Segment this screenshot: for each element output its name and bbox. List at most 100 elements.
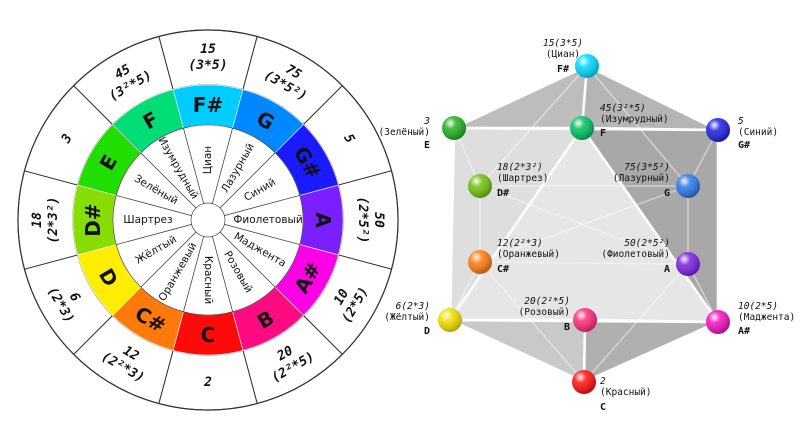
- vertex-note: D#: [497, 188, 509, 199]
- hidden-edge: [479, 261, 585, 383]
- vertex-ball-a: [676, 252, 700, 276]
- vertex-color-name: (Лазурный): [613, 173, 670, 184]
- vertex-color-name: (Маджента): [738, 312, 795, 323]
- number-value: 50: [371, 212, 386, 228]
- note-label-c: C: [201, 323, 216, 347]
- hidden-edge: [479, 65, 588, 187]
- ball-shine: [442, 116, 466, 140]
- vertex-note: A: [664, 264, 670, 275]
- vertex-label-d-sharp: 18(2*3²)(Шартрез)D#: [497, 162, 548, 199]
- vertex-label-c: 2(Красный)C: [600, 376, 651, 413]
- hidden-edge: [583, 263, 689, 383]
- hidden-edge: [586, 65, 689, 187]
- vertex-note: A#: [738, 326, 750, 337]
- vertex-ball-e: [442, 116, 466, 140]
- vertex-label-g: 75(3*5²)(Лазурный) G: [613, 162, 670, 199]
- ball-shine: [438, 308, 462, 332]
- ball-shine: [706, 118, 730, 142]
- vertex-number: 15(3*5): [543, 38, 583, 49]
- note-label-d-sharp: D#: [81, 203, 105, 236]
- vertex-number: 5: [738, 116, 744, 127]
- visible-edge: [580, 127, 720, 323]
- icosahedron-vertices: [438, 54, 730, 394]
- vertex-note: F#: [557, 64, 569, 75]
- note-label-f-sharp: F#: [193, 93, 223, 117]
- vertex-note: B: [564, 322, 570, 333]
- vertex-number: 50(2*5²): [624, 238, 670, 249]
- number-label-a: 50(2*5²): [355, 197, 386, 244]
- icosahedron-labels: 15(3*5)(Циан)F#45(3²*5)(Изумрудный)F3(Зе…: [379, 38, 796, 413]
- wheel-number-ring: [17, 29, 399, 411]
- vertex-label-a: 50(2*5²)(Фиолетовый)A: [601, 238, 670, 275]
- vertex-label-b: 20(2²*5)(Розовый)B: [519, 296, 570, 333]
- vertex-color-name: (Изумрудный): [600, 114, 669, 125]
- number-label-c: 2: [203, 375, 212, 390]
- vertex-number: 18(2*3²): [497, 162, 543, 173]
- visible-edge: [448, 127, 584, 321]
- name-cell-f: [140, 127, 205, 209]
- vertex-color-name: (Синий): [738, 127, 778, 138]
- number-value: 15: [200, 42, 216, 57]
- vertex-number: 45(3²*5): [600, 103, 646, 114]
- number-value: 10: [331, 287, 352, 308]
- vertex-number: 12(2²*3): [497, 238, 543, 249]
- wheel-name-ring: [112, 124, 304, 316]
- number-factor: (2*5²): [355, 197, 370, 244]
- vertex-color-name: (Красный): [600, 387, 651, 398]
- number-label-d-sharp: 18(2*3²): [30, 197, 61, 244]
- vertex-number: 10(2*5): [738, 301, 778, 312]
- vertex-color-name: (Жёлтый): [384, 312, 430, 323]
- vertex-label-e: 3(Зелёный)E: [379, 116, 431, 151]
- vertex-ball-g: [676, 174, 700, 198]
- vertex-note: C#: [497, 264, 509, 275]
- number-value: 20: [274, 343, 296, 364]
- vertex-ball-f-sharp: [575, 54, 599, 78]
- ball-shine: [706, 310, 730, 334]
- vertex-ball-g-sharp: [706, 118, 730, 142]
- vertex-note: G: [664, 188, 670, 199]
- vertex-number: 20(2²*5): [524, 296, 570, 307]
- vertex-color-name: (Циан): [546, 49, 580, 60]
- vertex-number: 75(3*5²): [624, 162, 670, 173]
- vertex-note: D: [424, 326, 430, 337]
- number-value: 75: [283, 62, 304, 83]
- vertex-number: 2: [600, 376, 606, 387]
- hidden-edge: [479, 261, 689, 265]
- number-value: 12: [120, 343, 141, 364]
- color-name-a: Фиолетовый: [233, 214, 302, 226]
- ball-shine: [676, 174, 700, 198]
- vertex-ball-c: [572, 370, 596, 394]
- ball-shine: [468, 250, 492, 274]
- ball-shine: [468, 174, 492, 198]
- vertex-note: E: [424, 140, 430, 151]
- vertex-note: F: [600, 128, 606, 139]
- number-value: 18: [30, 212, 45, 228]
- vertex-label-f-sharp: 15(3*5)(Циан) F#: [543, 38, 583, 75]
- ball-shine: [570, 116, 594, 140]
- visible-edge: [449, 318, 585, 384]
- visible-edge: [583, 320, 719, 384]
- ball-shine: [575, 54, 599, 78]
- number-value: 2: [203, 375, 212, 390]
- hidden-edge: [479, 185, 689, 263]
- number-factor: (3*5): [188, 58, 227, 73]
- vertex-ball-b: [573, 308, 597, 332]
- vertex-label-d: 6(2*3)(Жёлтый) D: [384, 301, 430, 337]
- vertex-note: G#: [738, 140, 750, 151]
- visible-edge: [584, 318, 719, 324]
- color-name-f-sharp: Циан: [202, 146, 214, 174]
- color-name-c: Красный: [202, 256, 214, 304]
- vertex-label-g-sharp: 5(Синий) G#: [738, 116, 778, 151]
- ball-shine: [572, 370, 596, 394]
- ball-shine: [676, 252, 700, 276]
- number-label-f-sharp: 15(3*5): [188, 42, 227, 73]
- vertex-ball-f: [570, 116, 594, 140]
- vertex-color-name: (Зелёный): [379, 127, 430, 138]
- note-label-a: A: [311, 212, 335, 228]
- vertex-ball-d-sharp: [468, 174, 492, 198]
- hidden-edge: [479, 185, 689, 265]
- vertex-color-name: (Оранжевый): [497, 249, 560, 260]
- color-name-d-sharp: Шартрез: [123, 214, 172, 226]
- vertex-number: 6(2*3): [396, 301, 430, 312]
